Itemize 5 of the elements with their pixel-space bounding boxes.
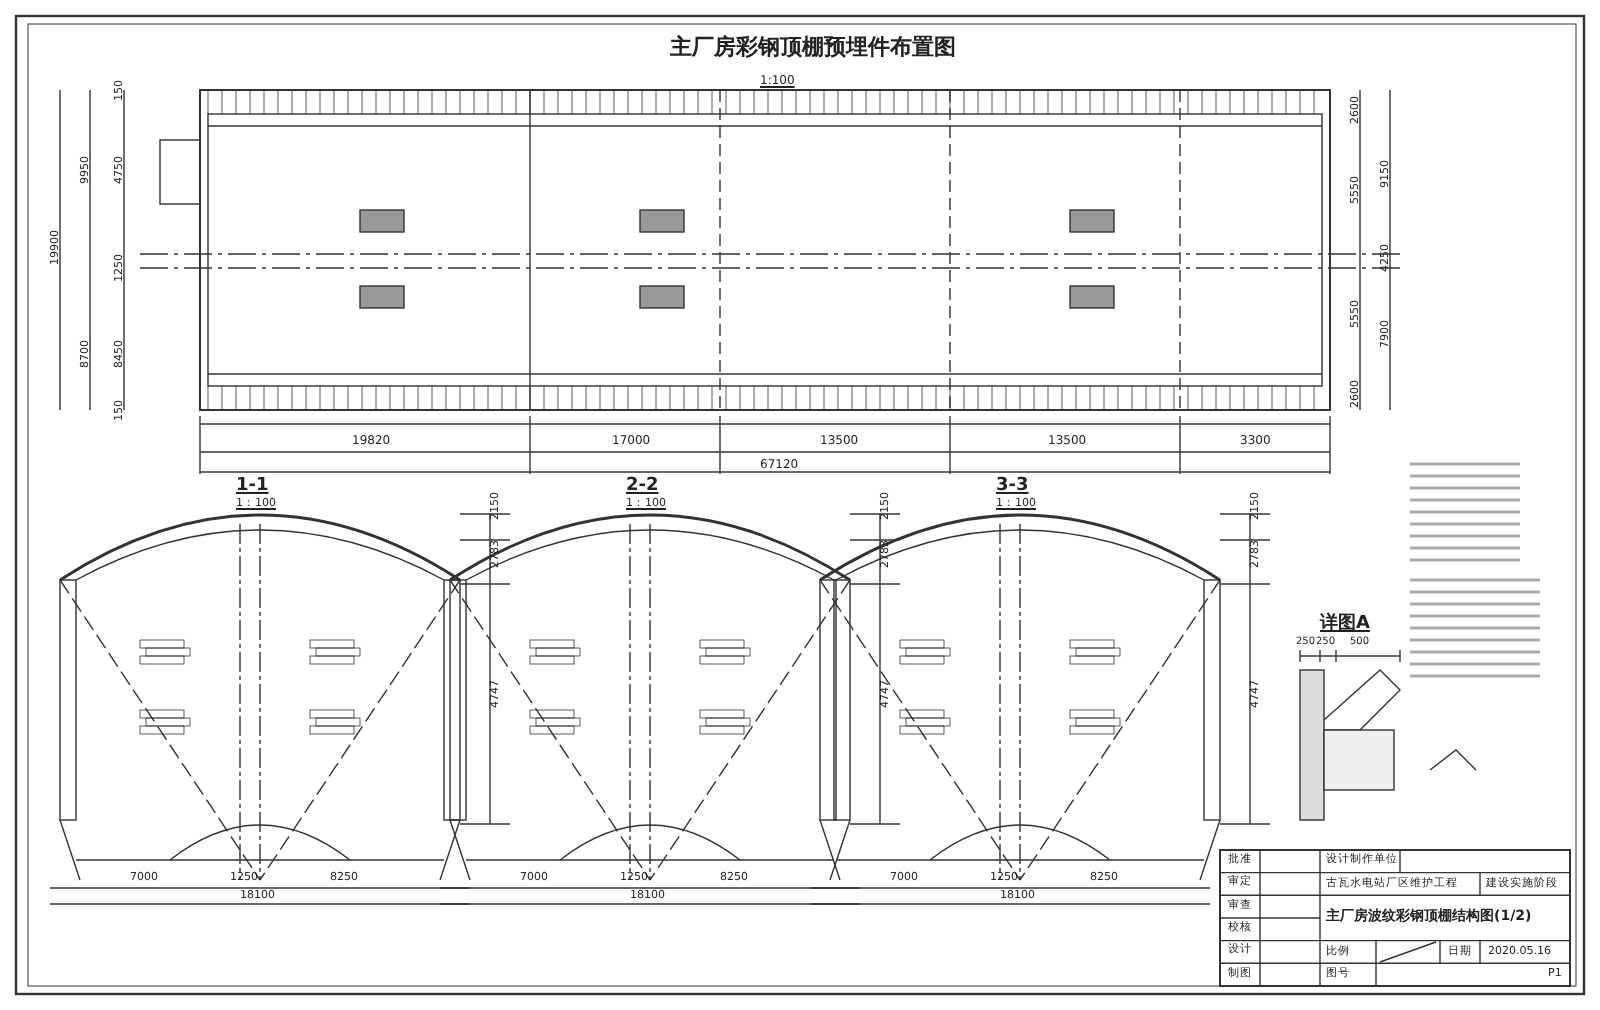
- section-title: 详图A: [1320, 616, 1370, 634]
- section-title: 3-3: [996, 478, 1029, 496]
- section-title: 1-1: [236, 478, 269, 496]
- section-title: 2-2: [626, 478, 659, 496]
- drawing-title: 主厂房彩钢顶棚预埋件布置图: [670, 36, 956, 58]
